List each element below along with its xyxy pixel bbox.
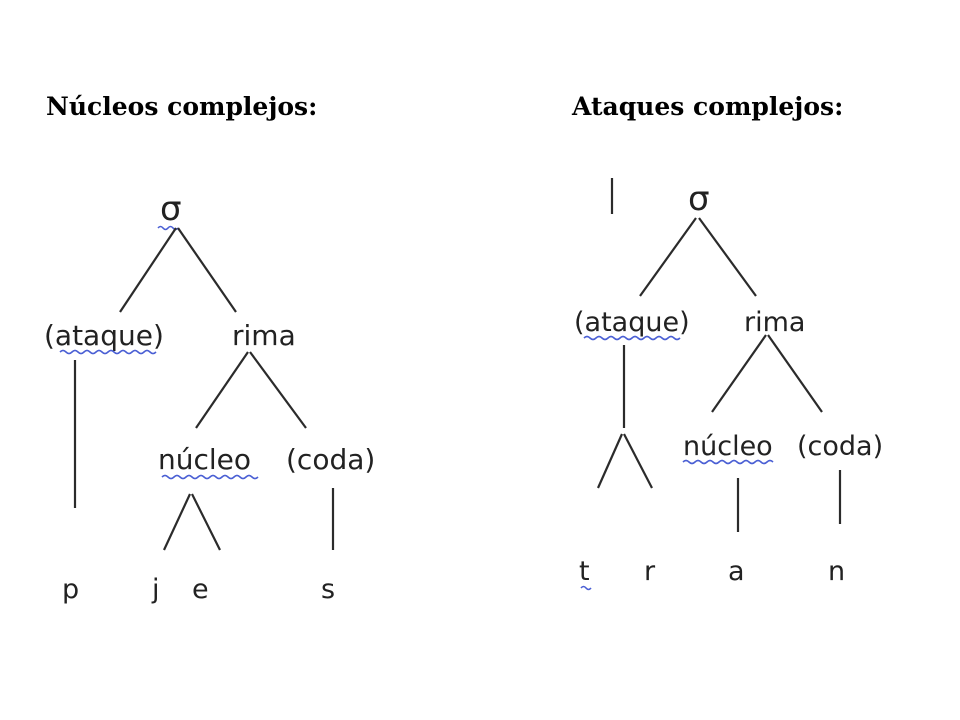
left-nucleus-spellcheck-underline xyxy=(161,474,259,480)
tree-nucleos-complejos: σ (ataque) rima núcleo (coda) p j e s xyxy=(44,189,375,605)
left-nucleus-label: núcleo xyxy=(158,443,251,476)
left-rhyme-label: rima xyxy=(232,319,296,352)
left-onset-spellcheck-underline xyxy=(59,349,157,355)
right-sigma-label: σ xyxy=(688,179,710,219)
left-segment-s: s xyxy=(321,574,335,605)
right-branch-rhyme-nucleus xyxy=(711,334,767,413)
right-branch-onset-r xyxy=(623,433,653,489)
left-coda-label: (coda) xyxy=(286,443,375,476)
right-nucleus-spellcheck-underline xyxy=(682,459,774,465)
right-segment-n: n xyxy=(828,556,845,587)
left-branch-sigma-rhyme xyxy=(177,227,237,313)
right-branch-onset-t xyxy=(596,433,624,489)
left-segment-e: e xyxy=(192,574,209,605)
right-segment-t-spellcheck-underline xyxy=(580,585,592,591)
right-segment-r: r xyxy=(644,556,656,587)
tree-ataques-complejos: σ (ataque) rima núcleo (coda) t r a n xyxy=(574,178,883,591)
left-branch-nucleus-j xyxy=(163,493,191,551)
left-onset-label: (ataque) xyxy=(44,319,164,352)
right-nucleus-label: núcleo xyxy=(683,431,773,462)
left-sigma-label: σ xyxy=(160,189,182,229)
right-rhyme-label: rima xyxy=(744,307,805,338)
heading-nucleos-complejos: Núcleos complejos: xyxy=(46,92,318,121)
right-onset-spellcheck-underline xyxy=(583,335,681,341)
heading-ataques-complejos: Ataques complejos: xyxy=(572,92,844,121)
left-branch-sigma-onset xyxy=(119,227,177,313)
right-branch-sigma-onset xyxy=(639,217,697,297)
right-branch-sigma-rhyme xyxy=(698,217,757,297)
right-onset-label: (ataque) xyxy=(574,307,690,338)
right-coda-label: (coda) xyxy=(797,431,883,462)
left-segment-j: j xyxy=(151,574,160,605)
right-segment-t: t xyxy=(579,556,590,587)
left-branch-nucleus-e xyxy=(191,493,221,551)
right-segment-a: a xyxy=(728,556,745,587)
left-segment-p: p xyxy=(62,574,79,605)
left-branch-rhyme-nucleus xyxy=(195,351,249,429)
left-branch-rhyme-coda xyxy=(249,351,307,429)
right-branch-rhyme-coda xyxy=(767,334,823,413)
